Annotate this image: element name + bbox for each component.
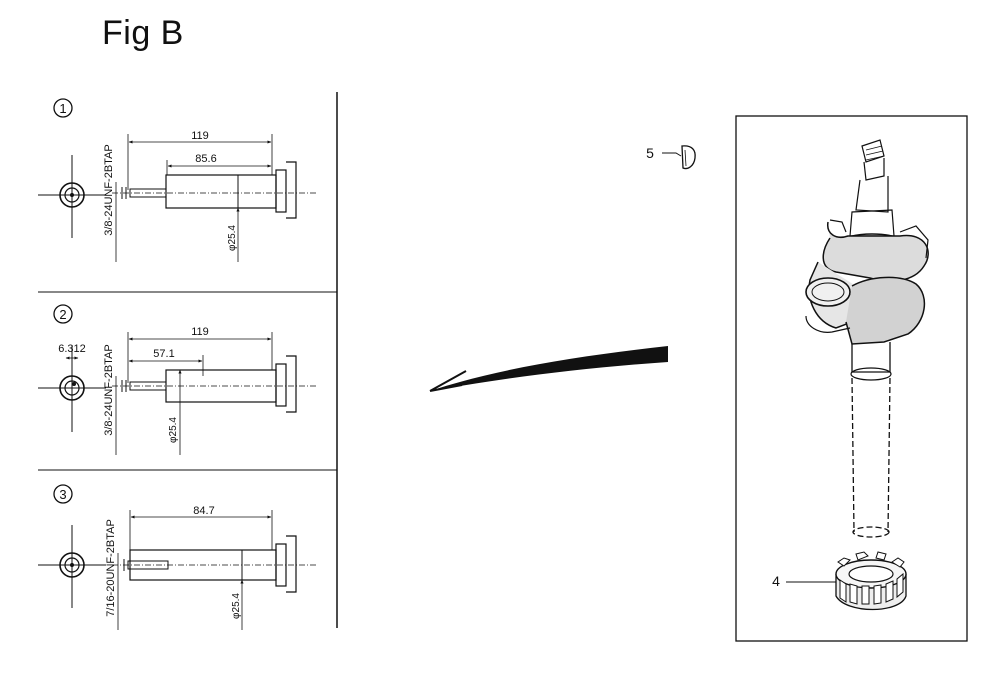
callout-4: 4 bbox=[772, 551, 907, 611]
variant-2-inner-dimension: 57.1 bbox=[153, 348, 174, 360]
crankshaft-illustration-frame bbox=[735, 115, 968, 642]
variant-1-number: 1 bbox=[59, 101, 66, 116]
timing-gear-part bbox=[835, 551, 907, 611]
callout-5: 5 bbox=[646, 145, 696, 170]
variant-3-diameter: φ25.4 bbox=[231, 593, 242, 619]
variant-2-diameter: φ25.4 bbox=[168, 417, 179, 443]
variant-2-offset-dimension: 6.312 bbox=[58, 343, 86, 355]
pointer-arrow-body bbox=[430, 346, 668, 391]
variant-1-drawing: 1 119 85.6 φ25.4 3/8-24UNF-2BTAP bbox=[38, 98, 318, 262]
variant-2-number: 2 bbox=[59, 307, 66, 322]
variant-1-inner-dimension: 85.6 bbox=[195, 153, 216, 165]
callout-5-number: 5 bbox=[646, 145, 654, 161]
callout-4-number: 4 bbox=[772, 573, 780, 589]
variant-2-thread-spec: 3/8-24UNF-2BTAP bbox=[103, 344, 115, 436]
variant-1-number-circle bbox=[53, 98, 73, 118]
variant-3-drawing: 3 84.7 φ25.4 7/16-20UNF-2BTAP bbox=[38, 484, 318, 630]
variant-1-thread-spec: 3/8-24UNF-2BTAP bbox=[103, 144, 115, 236]
figure-title: Fig B bbox=[102, 14, 184, 52]
variant-3-number-circle bbox=[53, 484, 73, 504]
key-part bbox=[681, 145, 696, 170]
variant-3-overall-dimension: 84.7 bbox=[193, 505, 214, 517]
crankshaft-illustration bbox=[805, 139, 929, 538]
pointer-arrow-head bbox=[429, 370, 467, 392]
variant-1-diameter: φ25.4 bbox=[227, 225, 238, 251]
variant-1-overall-dimension: 119 bbox=[191, 130, 209, 142]
variant-3-thread-spec: 7/16-20UNF-2BTAP bbox=[105, 519, 117, 617]
variant-2-drawing: 2 6.312 119 57.1 φ25.4 3/8-24UNF-2BTAP bbox=[38, 304, 318, 455]
variant-3-number: 3 bbox=[59, 487, 66, 502]
variant-2-number-circle bbox=[53, 304, 73, 324]
variant-2-overall-dimension: 119 bbox=[191, 326, 209, 338]
